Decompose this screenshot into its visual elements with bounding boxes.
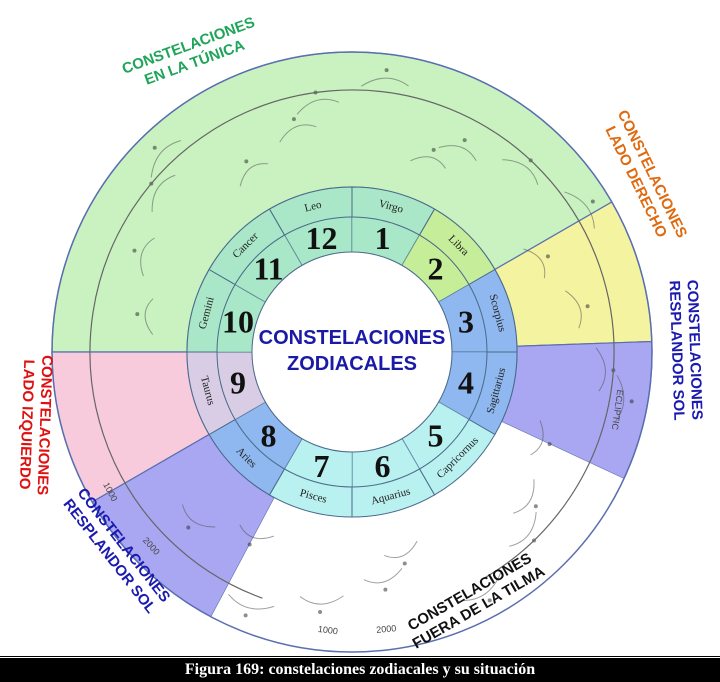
sign-label-leo: Leo bbox=[303, 199, 323, 215]
star-dot bbox=[152, 145, 157, 150]
artwork-stroke bbox=[614, 374, 625, 423]
artwork-stroke bbox=[438, 145, 477, 162]
house-number-6: 6 bbox=[375, 448, 391, 484]
artwork-stroke bbox=[228, 594, 275, 610]
house-number-5: 5 bbox=[427, 417, 443, 453]
house-number-11: 11 bbox=[253, 251, 283, 287]
house-number-8: 8 bbox=[261, 417, 277, 453]
artwork-stroke bbox=[565, 290, 582, 329]
scale-tick-label: 1000 bbox=[317, 624, 338, 636]
house-number-2: 2 bbox=[427, 251, 443, 287]
star-dot bbox=[487, 598, 492, 603]
star-dot bbox=[533, 504, 538, 509]
star-dot bbox=[291, 117, 296, 122]
artwork-stroke bbox=[239, 524, 275, 540]
artwork-stroke bbox=[502, 159, 539, 185]
star-dot bbox=[186, 525, 191, 530]
house-number-1: 1 bbox=[375, 220, 391, 256]
inner-ring-line bbox=[216, 216, 488, 488]
artwork-stroke bbox=[513, 479, 535, 514]
star-dot bbox=[132, 248, 137, 253]
artwork-stroke bbox=[279, 124, 317, 143]
star-dot bbox=[135, 312, 140, 317]
star-dot bbox=[547, 442, 552, 447]
star-dot bbox=[431, 147, 436, 152]
house-number-12: 12 bbox=[305, 220, 337, 256]
artwork-stroke bbox=[462, 572, 502, 601]
artwork-stroke bbox=[182, 504, 216, 528]
house-number-10: 10 bbox=[222, 303, 254, 339]
star-dot bbox=[384, 68, 389, 73]
artwork-stroke bbox=[140, 237, 155, 277]
star-dot bbox=[462, 138, 467, 143]
number-sector bbox=[235, 402, 302, 469]
artwork-stroke bbox=[595, 347, 606, 392]
number-sector bbox=[402, 235, 469, 302]
center-label-line: ZODIACALES bbox=[287, 353, 417, 375]
artwork-stroke bbox=[384, 540, 418, 559]
artwork-stroke bbox=[523, 248, 546, 279]
star-dot bbox=[383, 587, 388, 592]
artwork-stroke bbox=[299, 595, 344, 605]
zone-label-resplandor-derecho-line: RESPLANDOR SOL bbox=[666, 280, 688, 421]
artwork-stroke bbox=[151, 174, 176, 213]
constellation-artwork bbox=[132, 68, 634, 618]
artwork-stroke bbox=[239, 163, 269, 187]
house-number-7: 7 bbox=[313, 448, 329, 484]
scale-tick-label: 2000 bbox=[376, 623, 397, 635]
star-dot bbox=[244, 159, 249, 164]
star-dot bbox=[585, 304, 590, 309]
star-dot bbox=[629, 399, 634, 404]
artwork-stroke bbox=[296, 98, 340, 115]
artwork-stroke bbox=[150, 140, 181, 178]
star-dot bbox=[590, 199, 595, 204]
zone-fuera-tilma bbox=[211, 421, 624, 652]
star-dot bbox=[318, 610, 323, 615]
center-label-line: CONSTELACIONES bbox=[259, 327, 446, 349]
star-dot bbox=[545, 254, 550, 259]
zone-label-resplandor-derecho-line: CONSTELACIONES bbox=[684, 280, 706, 421]
house-number-9: 9 bbox=[230, 365, 246, 401]
star-dot bbox=[247, 542, 252, 547]
outer-ring-line bbox=[51, 51, 653, 653]
artwork-stroke bbox=[564, 191, 595, 229]
center-circle bbox=[251, 251, 453, 453]
number-sector bbox=[402, 402, 469, 469]
artwork-stroke bbox=[144, 298, 154, 335]
star-dot bbox=[402, 561, 407, 566]
artwork-stroke bbox=[361, 77, 409, 87]
artwork-stroke bbox=[363, 568, 403, 584]
figure-caption: Figura 169: constelaciones zodiacales y … bbox=[0, 655, 720, 682]
star-dot bbox=[243, 613, 248, 618]
house-number-3: 3 bbox=[458, 303, 474, 339]
zone-label-lado-izquierdo-line: CONSTELACIONES bbox=[34, 355, 56, 496]
ecliptic-line bbox=[89, 89, 615, 599]
artwork-stroke bbox=[509, 512, 537, 547]
zone-label-lado-izquierdo-line: LADO IZQUIERDO bbox=[16, 359, 38, 490]
artwork-stroke bbox=[410, 156, 446, 169]
number-sector bbox=[235, 235, 302, 302]
artwork-stroke bbox=[530, 420, 544, 456]
house-number-4: 4 bbox=[458, 365, 474, 401]
